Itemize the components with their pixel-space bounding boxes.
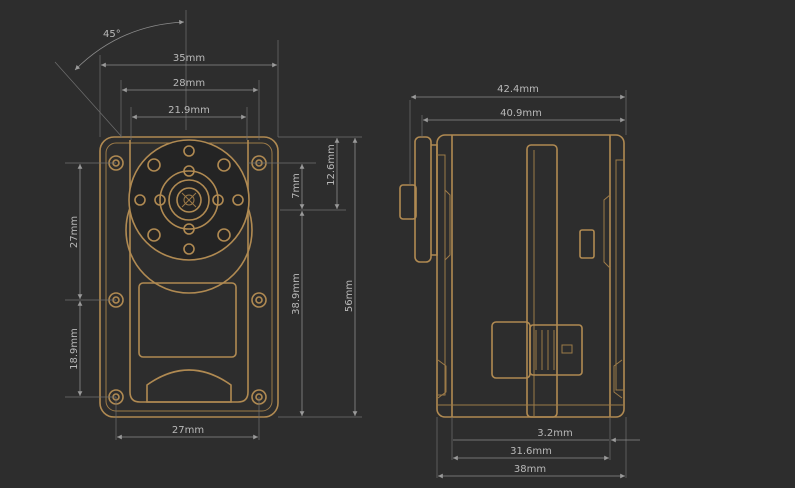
- horn-holes: [134, 145, 244, 255]
- side-center-rib: [526, 144, 558, 418]
- side-38-label: 38mm: [514, 464, 546, 475]
- width-28-label: 28mm: [173, 78, 205, 89]
- dim-12-6-label: 12.6mm: [326, 144, 337, 186]
- horn-spline-cross: [181, 192, 197, 208]
- side-3-2-label: 3.2mm: [537, 428, 572, 439]
- side-front-plate: [437, 154, 446, 396]
- side-front-tab: [444, 189, 451, 261]
- angle-label: 45°: [103, 29, 121, 40]
- front-display-window: [138, 282, 237, 358]
- dim-38-9-label: 38.9mm: [291, 273, 302, 315]
- side-rear-tab: [603, 194, 611, 269]
- side-18-9-label: 18.9mm: [69, 328, 80, 370]
- side-connector-pins: [535, 330, 573, 370]
- side-extension-lines: [409, 90, 627, 478]
- side-rear-plate: [615, 159, 624, 391]
- dim-7-label: 7mm: [291, 173, 302, 199]
- front-case-outline: [99, 136, 279, 418]
- side-horn-flange: [414, 136, 432, 263]
- side-27-label: 27mm: [69, 216, 80, 248]
- horn-hub-inner: [176, 187, 202, 213]
- side-output-shaft: [399, 184, 417, 220]
- front-dimension-lines: [74, 19, 358, 440]
- side-rear-bottom-tab: [613, 359, 623, 399]
- bottom-27-label: 27mm: [172, 425, 204, 436]
- horn-hub-outer: [159, 170, 219, 230]
- side-horn-neck: [431, 144, 438, 256]
- horn-21-9-label: 21.9mm: [168, 105, 210, 116]
- side-front-bottom-tab: [437, 359, 447, 399]
- side-latch: [579, 229, 595, 259]
- side-31-6-label: 31.6mm: [510, 446, 552, 457]
- side-connector: [491, 321, 531, 379]
- dim-56-label: 56mm: [344, 280, 355, 312]
- side-40-9-label: 40.9mm: [500, 108, 542, 119]
- side-dimension-lines: [411, 94, 640, 479]
- side-42-4-label: 42.4mm: [497, 84, 539, 95]
- side-view: 42.4mm 40.9mm 3.2mm 31.6mm 38mm: [399, 84, 640, 479]
- front-view: 45° 35mm 28mm 21.9mm 27mm 18.9mm 27mm 7m…: [54, 10, 362, 440]
- width-35-label: 35mm: [173, 53, 205, 64]
- front-lower-cap: [146, 369, 232, 403]
- front-extension-lines: [54, 10, 362, 440]
- horn-hub-mid: [168, 179, 210, 221]
- side-connector-plug: [529, 324, 583, 376]
